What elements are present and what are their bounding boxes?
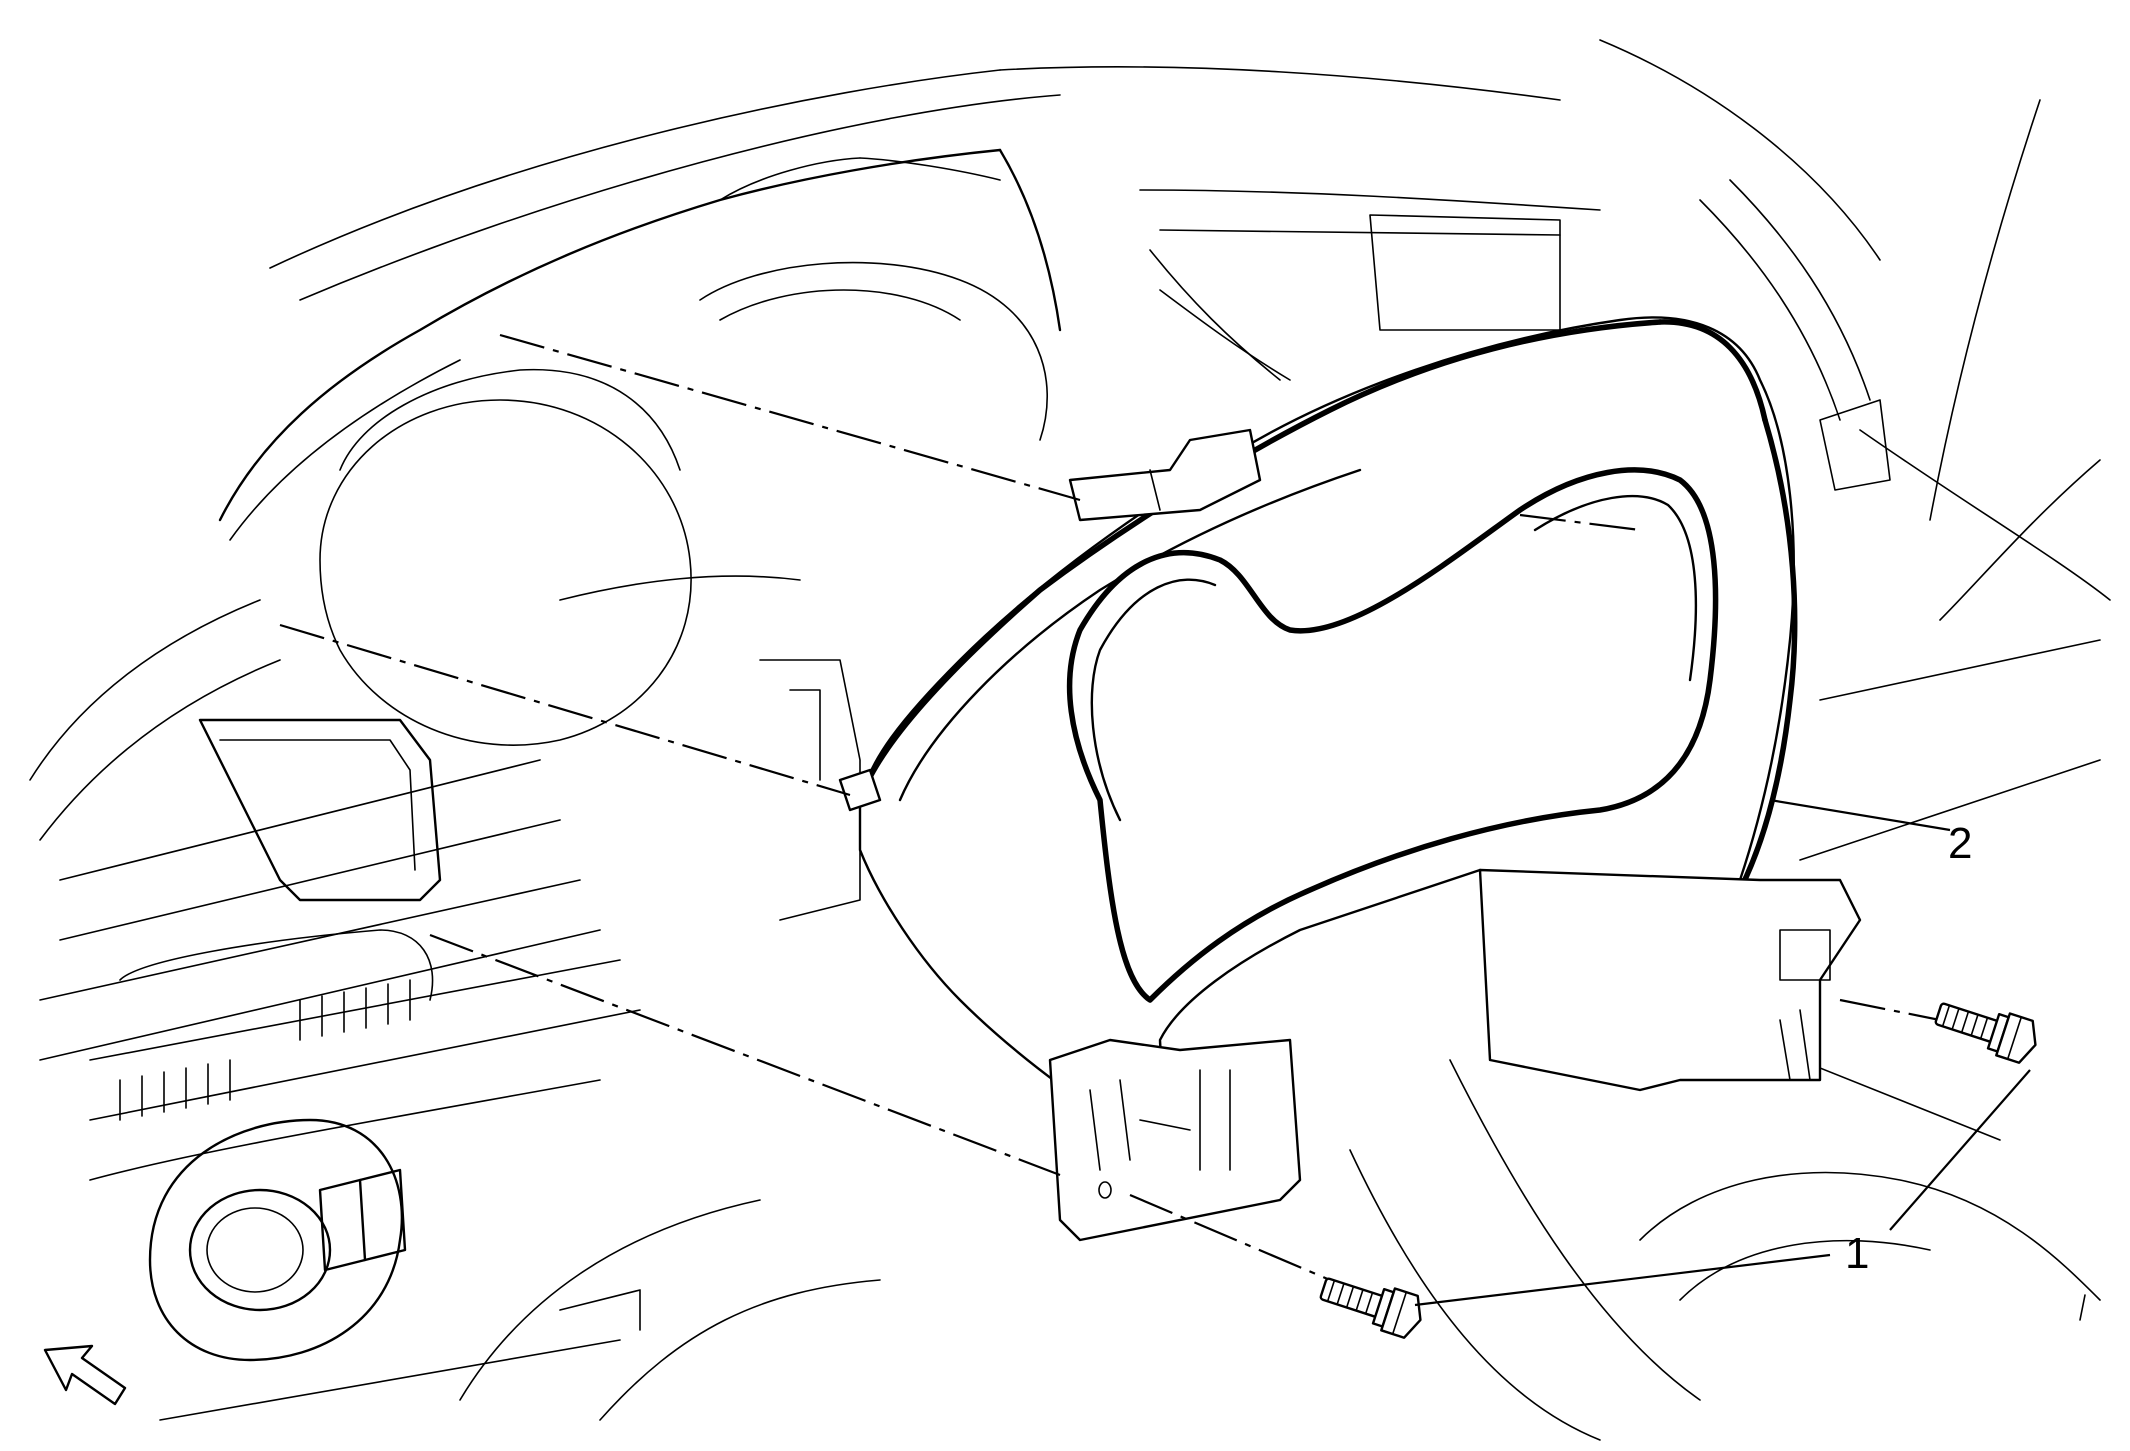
leader-lines — [1414, 798, 2031, 1307]
corner-mark — [2079, 1294, 2086, 1321]
instrument-panel-background — [29, 39, 2111, 1441]
alignment-lines — [279, 333, 1991, 1282]
instrument-cluster-bezel — [838, 316, 1862, 1242]
orientation-arrow-icon — [43, 1344, 127, 1406]
bolt-icon — [1319, 1002, 2037, 1339]
connector-teeth — [119, 979, 411, 1121]
callout-bezel-label: 2 — [1948, 819, 1972, 868]
headlamp-switch-knob — [148, 1118, 407, 1362]
callout-fastener-label: 1 — [1845, 1229, 1869, 1278]
